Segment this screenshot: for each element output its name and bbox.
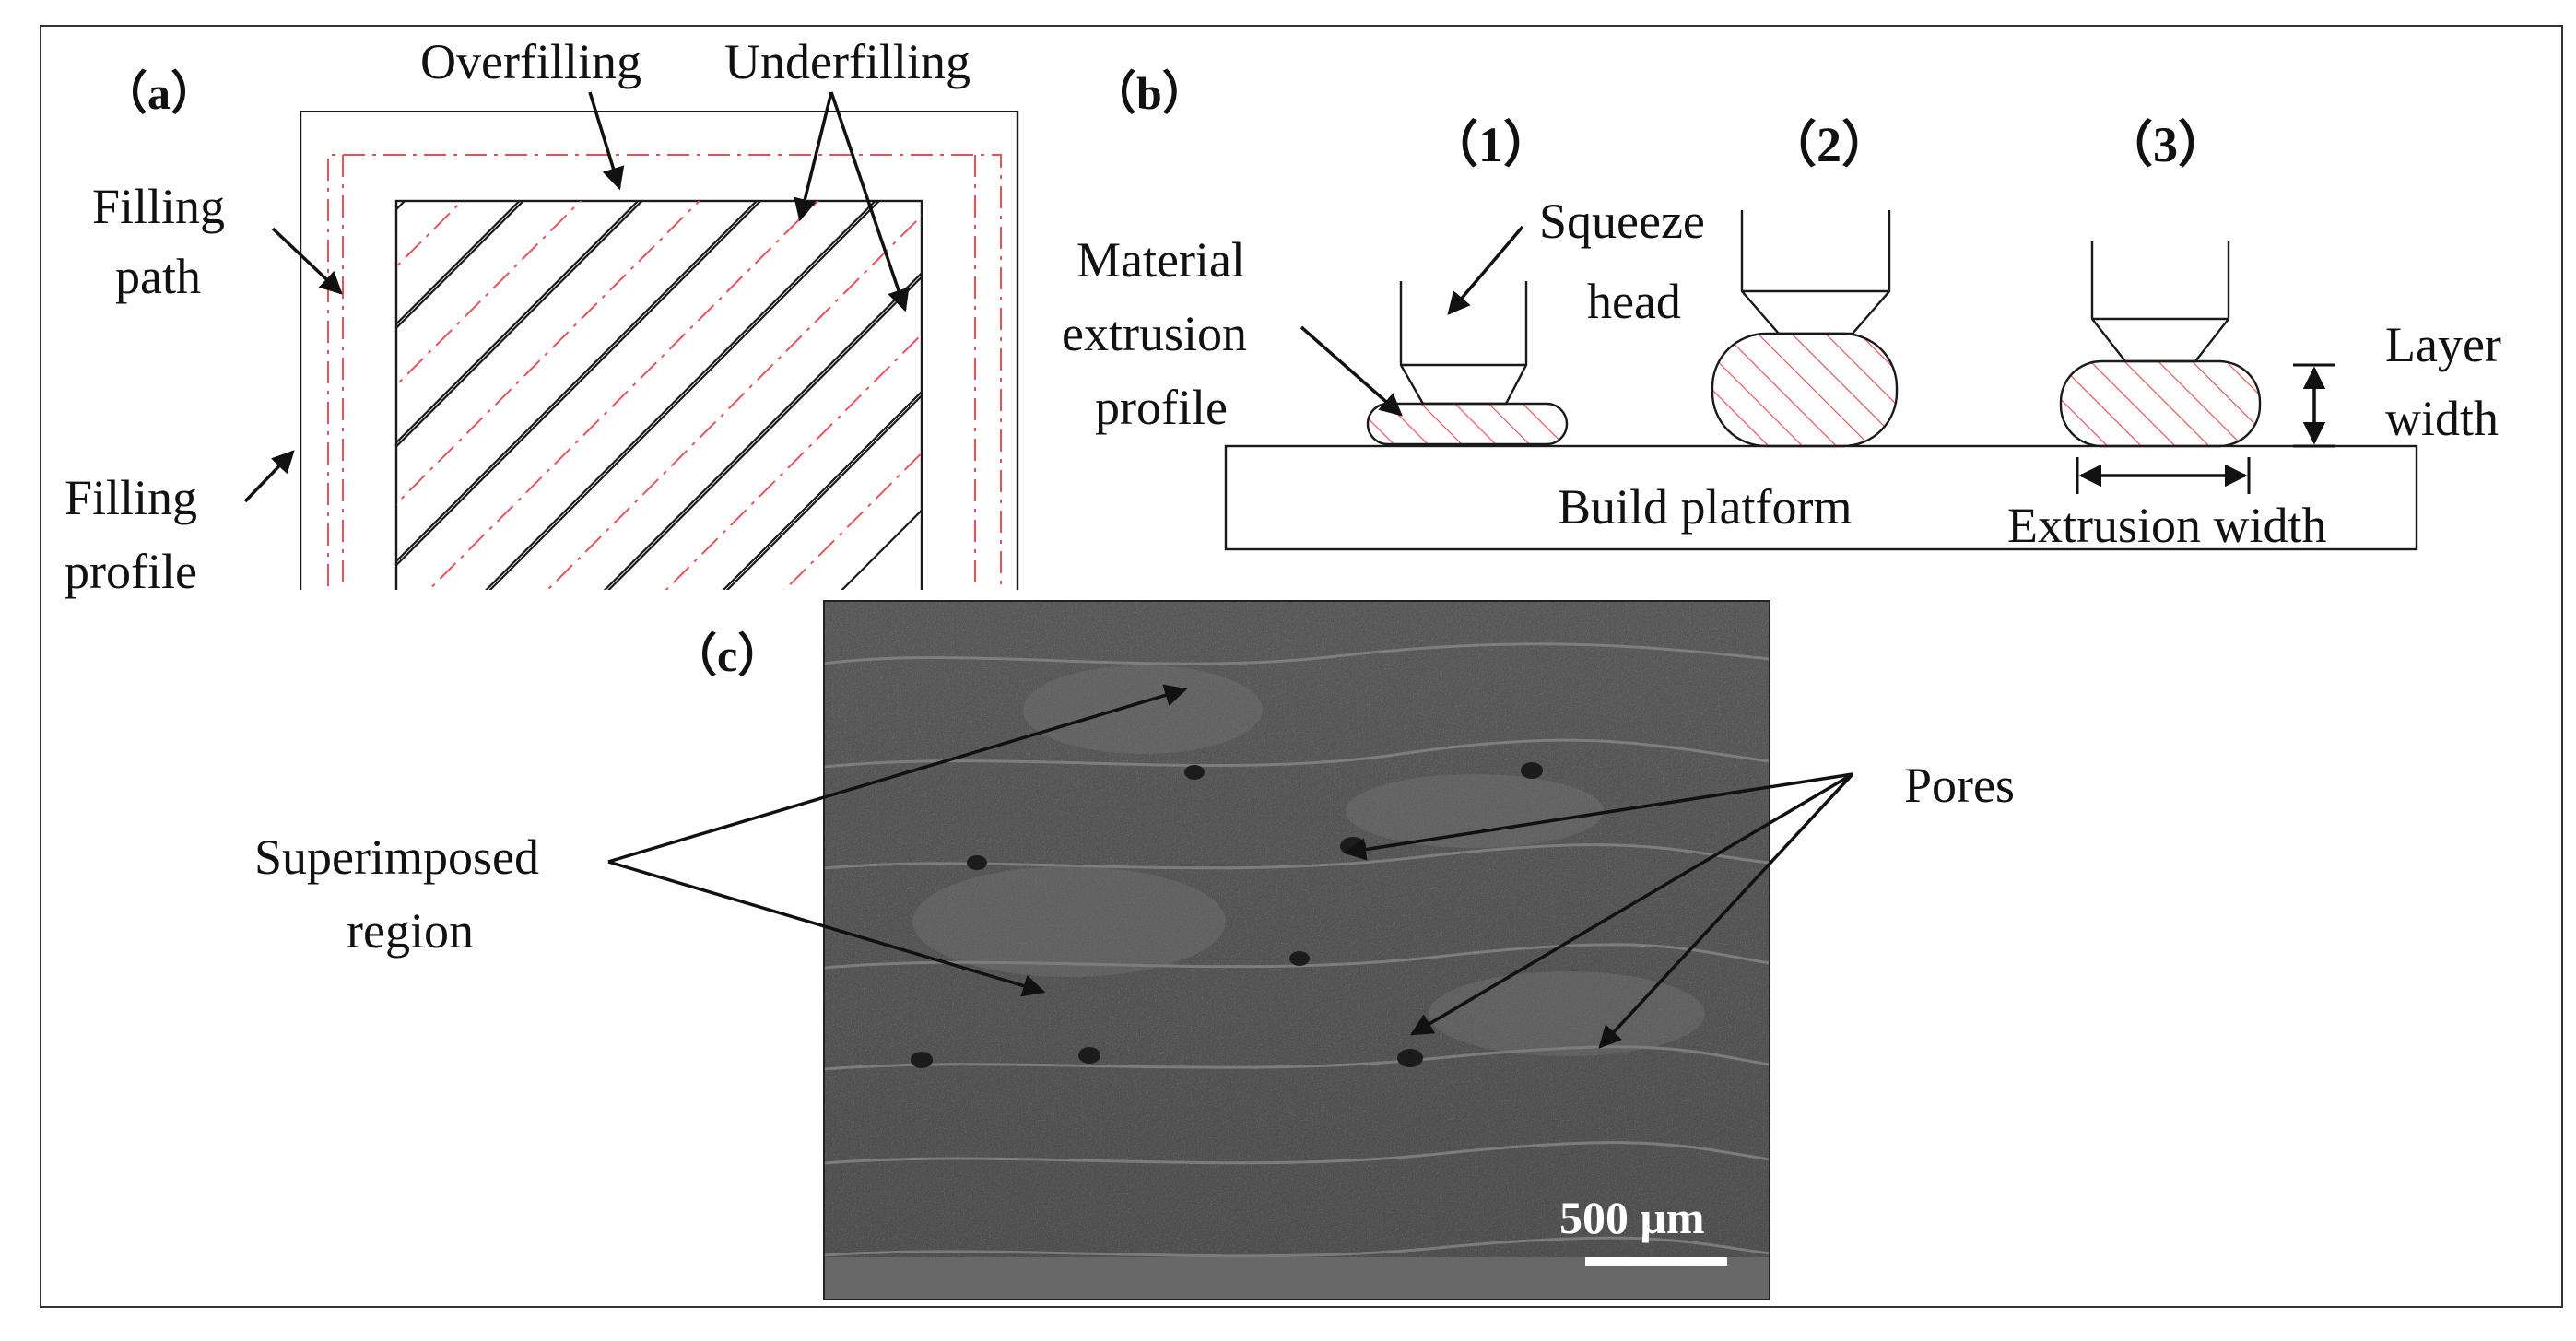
squeeze-label-line2: head	[1587, 274, 1681, 329]
squeeze-head-arrow	[1447, 225, 1524, 315]
panel-c-tag: （c）	[671, 629, 783, 681]
layer-width-label-line2: width	[2385, 391, 2499, 446]
extrusion-tracks	[396, 201, 922, 590]
filling-profile-label-line1: Filling	[65, 470, 197, 525]
squeeze-label-line1: Squeeze	[1539, 194, 1705, 249]
filling-profile-arrow	[243, 450, 295, 503]
build-platform-label: Build platform	[1558, 479, 1852, 535]
overfilling-arrow	[588, 91, 625, 191]
filling-profile-outline	[300, 111, 1019, 590]
panel-c: （c） Superimposed region Pores	[254, 600, 2015, 1300]
filling-diagram	[300, 111, 1019, 590]
filling-path-label-line2: path	[115, 249, 201, 304]
sem-micrograph	[823, 600, 1770, 1300]
material-label-line2: extrusion	[1062, 306, 1247, 361]
inner-fill-region	[394, 199, 923, 590]
superimposed-label-line1: Superimposed	[254, 829, 539, 885]
scale-bar-label: 500 μm	[1559, 1192, 1705, 1243]
scale-bar	[1585, 1257, 1727, 1266]
pores-arrow-1	[1343, 772, 1853, 861]
underfilling-arrow-2	[829, 91, 910, 312]
pores-label: Pores	[1904, 758, 2015, 813]
extrusion-profile-1	[1366, 402, 1569, 446]
superimposed-label-line2: region	[347, 903, 474, 959]
layer-width-label-line1: Layer	[2385, 317, 2501, 372]
material-label-line1: Material	[1076, 232, 1245, 288]
pores-arrow-3	[1598, 772, 1854, 1049]
material-profile-arrow	[1300, 325, 1403, 417]
filling-path-arrow	[271, 227, 343, 295]
filling-path-label-line1: Filling	[92, 179, 225, 234]
step-1-label: （1）	[1429, 117, 1553, 172]
superimposed-arrow-2	[607, 860, 1046, 997]
panel-a-tag: （a）	[101, 67, 217, 119]
figure-frame	[40, 25, 2563, 1308]
step-3-label: （3）	[2103, 117, 2228, 172]
extrusion-profile-3	[2059, 359, 2262, 448]
extrusion-profile-2	[1711, 332, 1899, 448]
underfilling-label: Underfilling	[724, 34, 970, 89]
filling-path-line	[327, 154, 1002, 590]
overfilling-label: Overfilling	[420, 34, 641, 89]
panel-b-tag: （b）	[1090, 67, 1208, 119]
extrusion-width-label: Extrusion width	[2007, 498, 2327, 553]
pores-arrow-2	[1409, 772, 1853, 1036]
squeeze-head-3	[2090, 241, 2230, 363]
superimposed-arrow-1	[607, 684, 1188, 864]
squeeze-head-2	[1740, 210, 1891, 335]
squeeze-head-1	[1399, 281, 1528, 406]
panel-b: （b） （1） （2） （3） Material extrusion profi…	[1062, 67, 2501, 553]
filling-profile-label-line2: profile	[65, 544, 197, 599]
material-label-line3: profile	[1095, 380, 1228, 435]
step-2-label: （2）	[1767, 117, 1891, 172]
underfilling-arrow-1	[794, 91, 833, 222]
panel-a: （a） Overfilling Underfilling Filling pat…	[65, 34, 1019, 599]
